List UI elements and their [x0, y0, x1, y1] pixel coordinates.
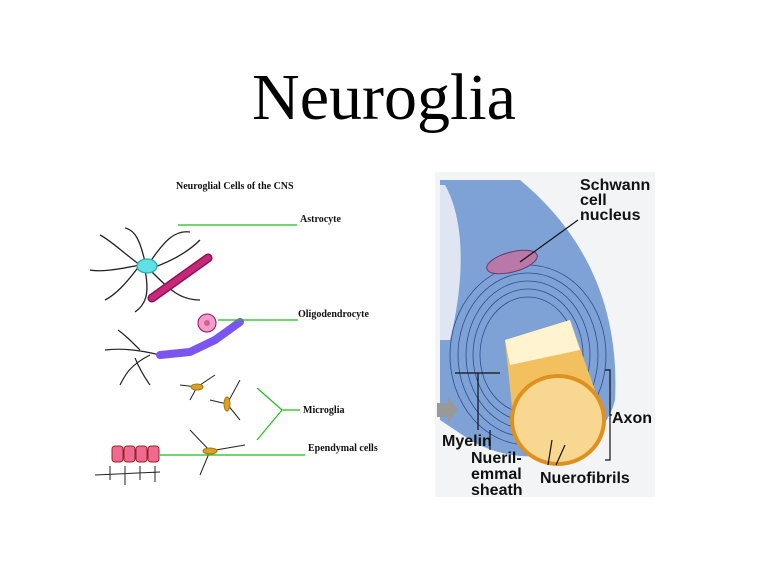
label-schwann-nucleus: nucleus — [580, 207, 641, 224]
neuroglial-cells-diagram: Neuroglial Cells of the CNS — [89, 181, 378, 485]
myelinated-axon-diagram: Schwann cell nucleus Axon Myelin Nueril-… — [435, 172, 655, 499]
label-axon: Axon — [612, 410, 652, 427]
label-nuerofibrils: Nuerofibrils — [540, 470, 630, 487]
label-ependymal-cells: Ependymal cells — [308, 443, 378, 454]
label-sheath-2: emmal — [471, 466, 522, 483]
label-astrocyte: Astrocyte — [300, 214, 341, 225]
label-sheath-1: Nueril- — [471, 450, 522, 467]
label-schwann-cell: cell — [580, 192, 607, 209]
label-microglia: Microglia — [303, 405, 344, 416]
leader-lines — [160, 224, 305, 456]
label-oligodendrocyte: Oligodendrocyte — [298, 309, 369, 320]
astrocyte-illustration — [89, 227, 213, 313]
slide-title: Neuroglia — [252, 61, 516, 134]
ependymal-cells-illustration — [94, 445, 161, 485]
pointer-lines — [455, 219, 612, 466]
oligodendrocyte-illustration — [104, 313, 244, 386]
diagram-title: Neuroglial Cells of the CNS — [176, 181, 294, 192]
label-sheath-3: sheath — [471, 482, 523, 499]
label-myelin: Myelin — [442, 433, 492, 450]
microglia-illustration — [179, 374, 246, 476]
label-schwann: Schwann — [580, 177, 650, 194]
